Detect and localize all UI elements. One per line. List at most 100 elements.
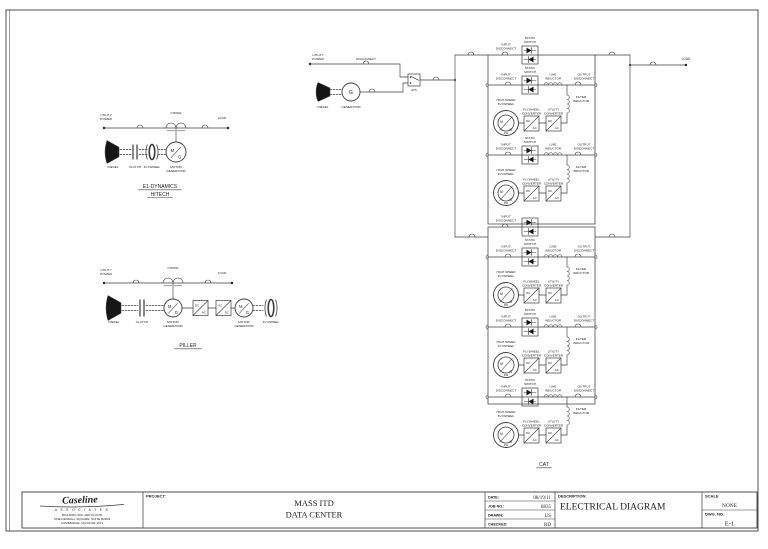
ac-label: AC <box>555 438 559 442</box>
date-label-label: DATE: <box>488 496 499 500</box>
mg-m: M <box>500 432 503 436</box>
address-line2-label: ONE KENDALL SQUARE, SUITE B2204 <box>54 517 110 521</box>
load-label: LOAD <box>218 271 227 275</box>
ac-label: AC <box>533 438 537 442</box>
checked-value-label: RD <box>544 523 551 528</box>
job-label-label: JOB NO.: <box>488 505 504 509</box>
ac-label: AC <box>202 311 206 315</box>
mg-m: M <box>171 148 175 153</box>
ac-label: AC <box>555 126 559 130</box>
scale-value-label: NONE <box>722 503 738 509</box>
mg-g: G <box>509 128 512 132</box>
motor-generator-symbol: MG <box>234 298 254 318</box>
mg-m: M <box>500 120 503 124</box>
static-switch-symbol <box>521 387 539 407</box>
static-switch-symbol <box>521 217 539 237</box>
title-line1-label: E1-DYNAMICS <box>143 184 178 190</box>
dc-label: DC <box>526 431 530 435</box>
flywheel-symbol <box>145 143 159 161</box>
clutch-symbol <box>132 144 138 160</box>
dc-label: DC <box>548 119 552 123</box>
static-switch-symbol <box>521 145 539 165</box>
description-value-label: ELECTRICAL DIAGRAM <box>560 503 666 513</box>
fw: FW <box>504 373 509 377</box>
dc-label: DC <box>526 189 530 193</box>
mg-m: M <box>500 190 503 194</box>
dc-label: DC <box>195 304 199 308</box>
mg-g: G <box>178 154 181 159</box>
mg-g: G <box>246 310 249 315</box>
logo-sub-label: A S S O C I A T E S <box>55 508 109 512</box>
ats-switch: ATS <box>407 73 421 92</box>
diesel-label: DIESEL <box>108 320 119 324</box>
mg-g: G <box>175 310 178 315</box>
ac-label: AC <box>218 304 222 308</box>
generator-g: G <box>349 90 353 96</box>
disconnect-label: DISCONNECT <box>356 57 376 61</box>
page-border <box>5 9 759 532</box>
ac-label: AC <box>533 196 537 200</box>
dc-label: DC <box>526 361 530 365</box>
project-label-label: PROJECT: <box>146 494 166 499</box>
drawn-label-label: DRAWN: <box>488 514 503 518</box>
mg-m: M <box>239 304 243 309</box>
clutch-label: CLUTCH <box>129 165 142 169</box>
generator-label: GENERATOR <box>341 105 361 109</box>
motor-generator-symbol: MG <box>165 141 187 163</box>
job-value-label: 8835 <box>541 505 552 510</box>
static-switch-symbol <box>521 247 539 267</box>
description-label-label: DESCRIPTION: <box>558 494 587 499</box>
ac-label: AC <box>555 298 559 302</box>
clutch-symbol <box>139 299 145 317</box>
flywheel-label: FLYWHEEL <box>144 165 161 169</box>
logo-script: Caseline <box>62 494 98 506</box>
flywheel-label: FLYWHEEL <box>263 320 280 324</box>
project-name-line1-label: MASS ITD <box>294 498 333 508</box>
mg-m: M <box>500 292 503 296</box>
